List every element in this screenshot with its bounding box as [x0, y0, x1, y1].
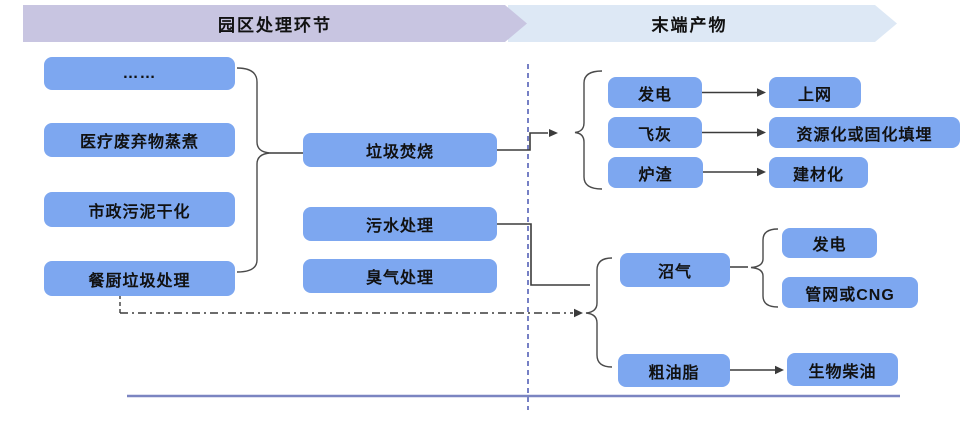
- brace-biogas-uses: [750, 228, 779, 308]
- box-pipeline-or-cng: 管网或CNG: [782, 277, 918, 308]
- line-sewage-to-anaerobic-group: [497, 223, 590, 286]
- box-sewage-treatment: 污水处理: [303, 207, 497, 241]
- box-biodiesel: 生物柴油: [787, 353, 898, 386]
- box-kitchen-waste-treatment: 餐厨垃圾处理: [44, 261, 235, 296]
- stage-band-end-products: 末端产物: [508, 5, 897, 42]
- box-medical-waste-cooking: 医疗废弃物蒸煮: [44, 123, 235, 157]
- stage-band-park-processing-label: 园区处理环节: [218, 16, 332, 35]
- brace-incineration-outputs: [574, 70, 603, 190]
- box-fly-ash: 飞灰: [608, 117, 702, 148]
- box-crude-grease: 粗油脂: [618, 354, 730, 387]
- box-waste-incineration: 垃圾焚烧: [303, 133, 497, 167]
- box-recycling-or-solidified-landfill: 资源化或固化填埋: [769, 117, 960, 148]
- box-power-generation: 发电: [608, 77, 702, 108]
- brace-anaerobic-products: [585, 257, 613, 368]
- stage-band-end-products-label: 末端产物: [651, 16, 728, 35]
- arrowhead-incineration-outputs: [549, 129, 558, 137]
- box-odor-treatment: 臭气处理: [303, 259, 497, 293]
- stage-band-park-processing: 园区处理环节: [23, 5, 527, 42]
- arrowhead-slag-to-building-material: [757, 167, 766, 177]
- box-slag: 炉渣: [608, 157, 703, 188]
- box-other-sources-ellipsis: ……: [44, 57, 235, 90]
- arrowhead-flyash-to-landfill: [757, 128, 766, 137]
- arrowhead-power-to-grid: [757, 88, 766, 97]
- arrowhead-kitchen-waste-to-anaerobic: [574, 308, 583, 318]
- box-building-material: 建材化: [769, 157, 868, 188]
- box-grid-connection: 上网: [769, 77, 861, 108]
- box-biogas-power-generation: 发电: [782, 228, 877, 258]
- box-biogas: 沼气: [620, 253, 730, 287]
- line-incineration-to-outputs: [497, 132, 548, 151]
- brace-sources-group: [236, 67, 271, 273]
- box-municipal-sludge-drying: 市政污泥干化: [44, 192, 235, 227]
- arrowhead-grease-to-biodiesel: [775, 365, 784, 375]
